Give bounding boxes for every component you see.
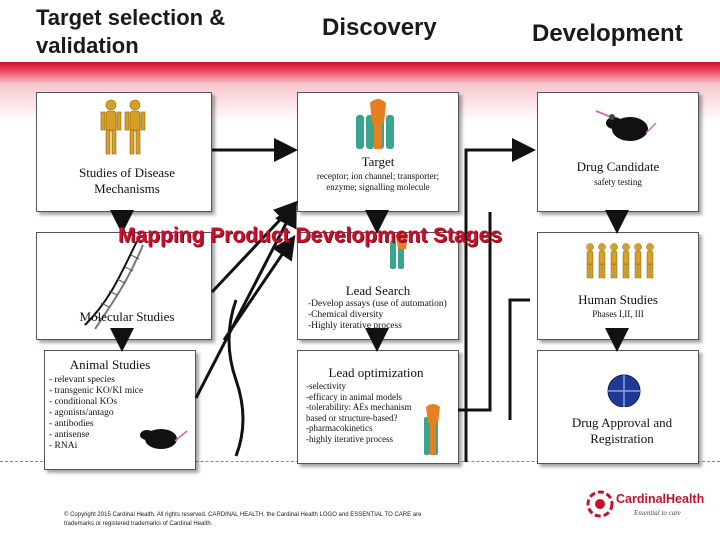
header-development: Development xyxy=(532,20,683,47)
approval-seal-icon xyxy=(607,374,641,407)
target-label: Target xyxy=(361,154,395,169)
arrow-animal-to-target-2 xyxy=(222,235,296,341)
lead-optimization-item: -pharmacokinetics xyxy=(306,423,373,433)
header-target-selection: Target selection & validation xyxy=(36,5,226,58)
lead-optimization-list: -selectivity -efficacy in animal models … xyxy=(306,381,430,444)
lead-optimization-label: Lead optimization xyxy=(328,365,424,380)
feedback-line-right xyxy=(508,298,530,420)
disease-mechanisms-box: Studies of Disease Mechanisms xyxy=(36,92,212,212)
drug-approval-label: Drug Approval and Registration xyxy=(571,415,673,446)
cardinal-swirl-icon xyxy=(586,490,614,518)
animal-studies-item: - transgenic KO/KI mice xyxy=(49,386,144,396)
lead-optimization-item: -selectivity xyxy=(306,381,346,391)
human-group-icon xyxy=(586,243,654,279)
lead-search-item: -Highly iterative process xyxy=(308,321,402,331)
logo-wordmark: CardinalHealth xyxy=(616,492,705,506)
animal-studies-item: - antibodies xyxy=(49,419,94,429)
lead-optimization-item: -efficacy in animal models xyxy=(306,391,403,402)
drug-candidate-label: Drug Candidate xyxy=(576,159,660,174)
dna-helix-icon xyxy=(84,240,144,330)
animal-studies-list: - relevant species - transgenic KO/KI mi… xyxy=(49,375,189,452)
drug-candidate-detail: safety testing xyxy=(594,177,642,187)
feedback-curve-left xyxy=(227,299,245,457)
connector-lead-opt-loop xyxy=(458,212,492,412)
lead-search-item: -Develop assays (use of automation) xyxy=(308,299,447,309)
animal-studies-item: - conditional KOs xyxy=(49,397,118,407)
lead-optimization-item: -highly iterative process xyxy=(306,433,393,444)
drug-candidate-box: Drug Candidate safety testing xyxy=(537,92,699,212)
lead-optimization-box: Lead optimization -selectivity -efficacy… xyxy=(297,350,459,464)
lead-search-list: -Develop assays (use of automation) -Che… xyxy=(308,299,458,332)
logo-tagline: Essential to care xyxy=(634,509,681,517)
animal-studies-item: - agonists/antago xyxy=(49,408,114,418)
molecular-studies-box: Molecular Studies xyxy=(36,232,212,340)
human-studies-detail: Phases I,II, III xyxy=(592,309,644,319)
lead-search-label: Lead Search xyxy=(345,283,411,298)
animal-studies-item: - RNAi xyxy=(49,441,78,451)
arrow-molecular-to-target xyxy=(210,200,299,294)
animal-studies-box: Animal Studies - relevant species - tran… xyxy=(44,350,196,470)
target-detail: receptor; ion channel; transporter; enzy… xyxy=(316,171,440,192)
connector-lead-opt-to-candidate xyxy=(464,138,536,462)
animal-studies-item: - relevant species xyxy=(49,375,115,385)
human-studies-box: Human Studies Phases I,II, III xyxy=(537,232,699,340)
lead-search-receptor-icon xyxy=(390,233,408,269)
receptor-icon xyxy=(356,99,394,149)
human-figures-icon xyxy=(100,99,146,155)
human-studies-label: Human Studies xyxy=(578,292,658,307)
drug-approval-box: Drug Approval and Registration xyxy=(537,350,699,464)
target-box: Target receptor; ion channel; transporte… xyxy=(297,92,459,212)
animal-studies-label: Animal Studies xyxy=(69,357,151,372)
molecular-studies-label: Molecular Studies xyxy=(79,309,175,324)
mouse-icon xyxy=(595,110,657,141)
cardinal-health-logo: CardinalHealth Essential to care xyxy=(586,482,704,526)
lead-optimization-receptor-icon xyxy=(424,404,440,455)
animal-mouse-icon xyxy=(140,429,188,449)
header-discovery: Discovery xyxy=(322,14,437,41)
animal-studies-item: - antisense xyxy=(49,430,90,440)
lead-optimization-item: based or structure-based? xyxy=(306,412,398,423)
lead-search-item: -Chemical diversity xyxy=(308,310,384,320)
copyright-notice: © Copyright 2015 Cardinal Health. All ri… xyxy=(64,512,422,527)
lead-optimization-item: -tolerability: AEs mechanism xyxy=(306,402,412,412)
disease-mechanisms-label: Studies of Disease Mechanisms xyxy=(78,165,176,196)
mapping-stages-title: Mapping Product Development Stages xyxy=(118,224,502,247)
